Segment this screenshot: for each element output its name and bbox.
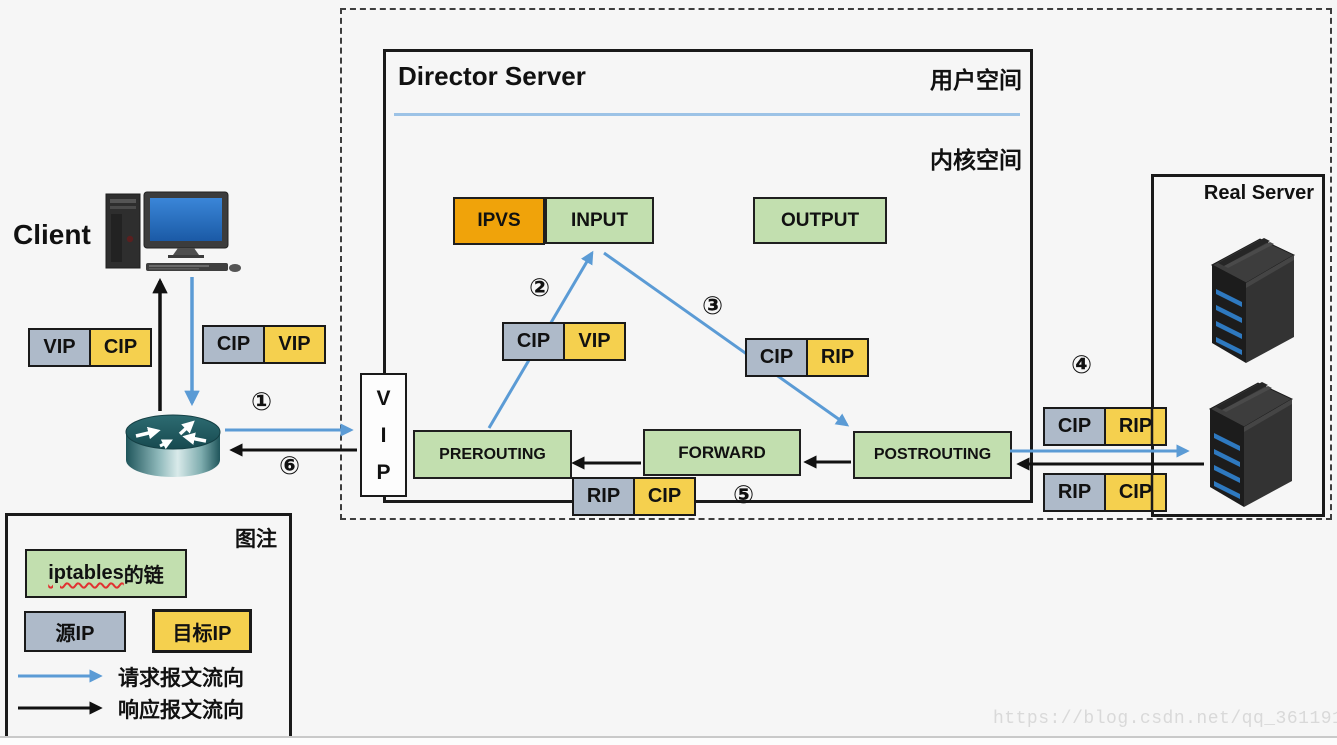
legend-dest-ip-box: 目标IP [152,609,252,653]
server-icon-2 [1208,382,1294,507]
step-marker-3: ③ [702,292,724,320]
packet-dst-cell: CIP [634,477,696,516]
vip-letter: V [376,386,391,410]
mouse-icon [229,264,241,272]
client-label: Client [13,219,91,250]
director-server-title: Director Server [398,61,586,91]
step-marker-2: ② [529,274,551,302]
packet-src-cell: CIP [745,338,807,377]
bottom-edge-line [0,736,1337,738]
lvs-host-dashed-boundary [340,8,1332,520]
chain-box-input: INPUT [545,197,654,244]
packet-src-cell: VIP [28,328,90,367]
packet-src-cell: CIP [202,325,264,364]
director-server-box: Director Server 用户空间 内核空间 [383,49,1033,503]
packet-dst-cell: CIP [90,328,152,367]
vip-node-box: V I P [360,373,407,497]
packet-dst-cell: VIP [564,322,626,361]
packet-src-cell: RIP [572,477,634,516]
kernel-space-label: 内核空间 [930,147,1022,173]
legend-response-flow-label: 响应报文流向 [118,699,244,722]
legend-iptables-text: iptables [48,562,124,584]
step-marker-1: ① [251,388,273,416]
client-computer-icon [105,191,241,272]
real-server-box: Real Server [1151,174,1325,517]
server-icon-1 [1210,238,1296,363]
ipvs-box: IPVS [453,197,545,245]
packet-src-cell: CIP [502,322,564,361]
packet-dst-cell: CIP [1105,473,1167,512]
chain-box-postrouting: POSTROUTING [853,431,1012,479]
packet-label-from-real-server: RIP CIP [1043,473,1167,512]
packet-dst-cell: VIP [264,325,326,364]
legend-title: 图注 [235,528,277,551]
step-marker-4: ④ [1071,351,1093,379]
legend-source-ip-box: 源IP [24,611,126,652]
real-server-title: Real Server [1203,182,1314,204]
chain-box-output: OUTPUT [753,197,887,244]
packet-src-cell: CIP [1043,407,1105,446]
chain-box-prerouting: PREROUTING [413,430,572,479]
packet-label-client-request: CIP VIP [202,325,326,364]
user-kernel-divider-line [394,113,1020,116]
user-space-label: 用户空间 [930,67,1022,93]
packet-dst-cell: RIP [807,338,869,377]
vip-letter: P [376,460,391,484]
legend-chain-suffix: 的链 [123,565,164,587]
watermark-url: https://blog.csdn.net/qq_36119192 [993,709,1337,729]
packet-label-prerouting-to-input: CIP VIP [502,322,626,361]
packet-label-director-response: RIP CIP [572,477,696,516]
chain-box-forward: FORWARD [643,429,801,476]
step-marker-6: ⑥ [279,452,301,480]
legend-request-flow-label: 请求报文流向 [118,667,244,690]
packet-dst-cell: RIP [1105,407,1167,446]
vip-letter: I [380,423,387,447]
packet-label-input-to-postrouting: CIP RIP [745,338,869,377]
bottom-edge-strip [0,738,1337,745]
packet-label-to-real-server: CIP RIP [1043,407,1167,446]
packet-src-cell: RIP [1043,473,1105,512]
step-marker-5: ⑤ [733,481,755,509]
packet-label-client-response: VIP CIP [28,328,152,367]
router-icon [125,414,221,477]
